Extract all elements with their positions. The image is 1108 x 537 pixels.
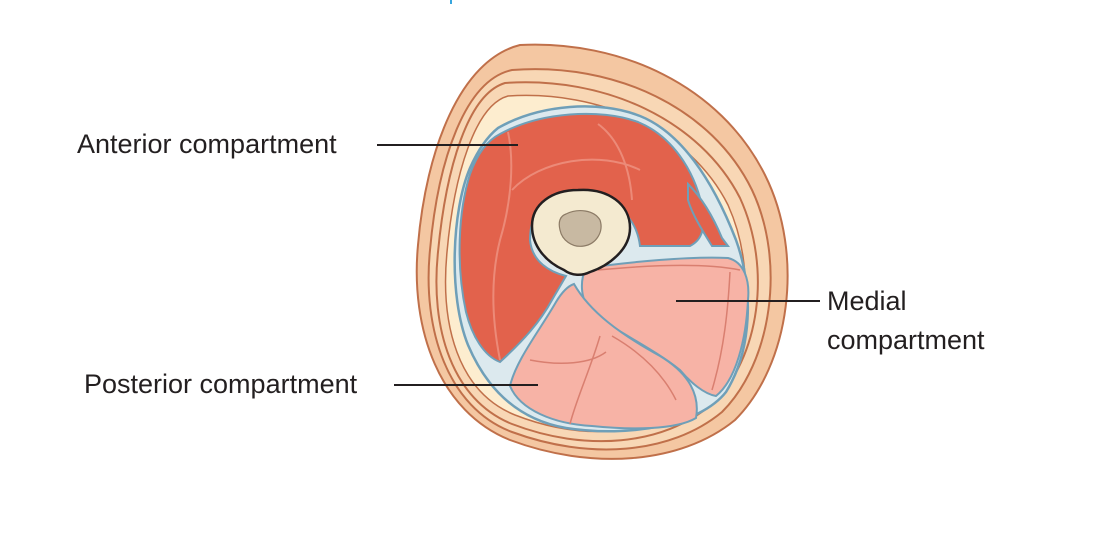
posterior-muscle-main (508, 282, 698, 430)
posterior-muscle-division-2 (611, 335, 677, 401)
posterior-muscle-division-1 (569, 335, 601, 425)
medial-compartment-label-line2: compartment (827, 325, 985, 355)
medial-muscle-division-1 (597, 264, 741, 271)
femur (530, 188, 632, 276)
anterior-muscle-septum-3 (597, 123, 633, 201)
femur-marrow (558, 210, 602, 247)
medial-muscle-division-2 (711, 271, 731, 391)
medial-compartment-label-line1: Medial (827, 286, 907, 316)
anterior-compartment-label: Anterior compartment (77, 129, 337, 159)
anterior-muscle-septum-4 (687, 181, 730, 247)
posterior-compartment-muscles (508, 282, 698, 430)
anterior-muscle-septum-1 (492, 131, 513, 361)
posterior-muscle-division-3 (529, 351, 607, 365)
anterior-compartment-muscles (458, 112, 730, 364)
posterior-compartment-label: Posterior compartment (84, 369, 358, 399)
